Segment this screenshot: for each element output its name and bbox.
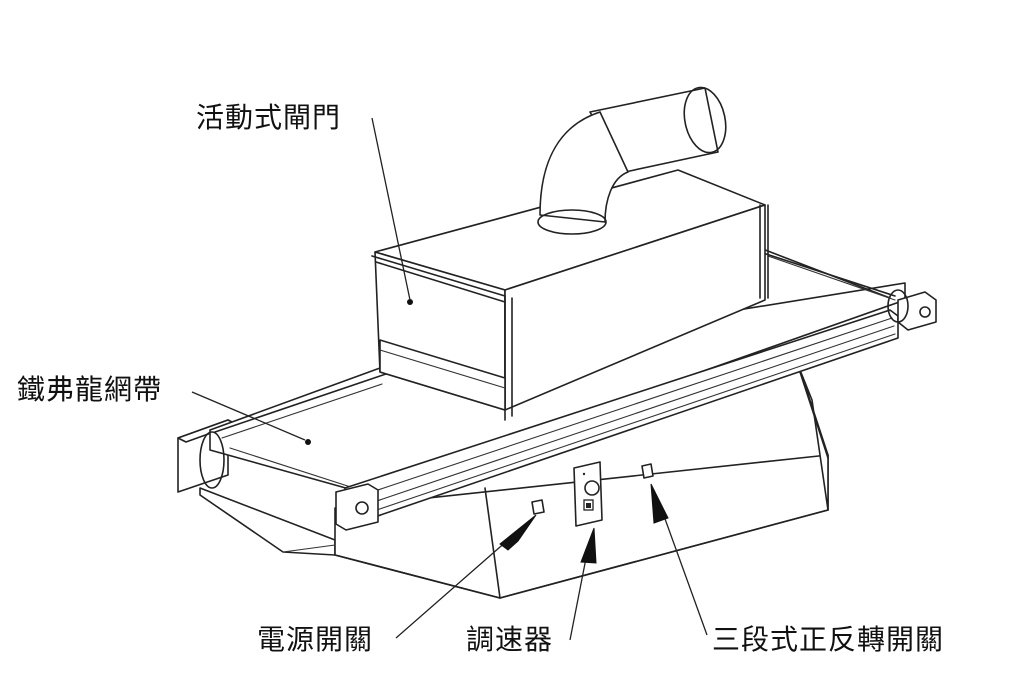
gate-dot [407,299,413,305]
power-switch-icon [531,499,545,515]
direction-switch-icon [641,463,654,479]
leader-belt [191,391,306,441]
leaders [191,117,708,641]
label-power-switch: 電源開關 [257,623,374,656]
speed-knob-icon [584,480,600,496]
elbow-pipe-icon [537,86,727,235]
leader-power-switch [395,532,517,639]
arrow-power-switch [499,514,537,551]
leader-speed-controller [569,547,589,641]
leader-direction-switch [659,504,708,636]
label-speed-controller: 調速器 [466,623,554,656]
label-belt: 鐵弗龍網帶 [17,373,163,406]
base-cabinet [199,369,829,599]
label-gate: 活動式閘門 [196,101,342,134]
arrow-speed-controller [580,527,597,564]
arrow-direction-switch [650,483,669,524]
control-panel [531,461,654,527]
label-direction-switch: 三段式正反轉開關 [712,623,945,656]
belt-dot [305,439,311,445]
leader-gate [371,117,411,301]
